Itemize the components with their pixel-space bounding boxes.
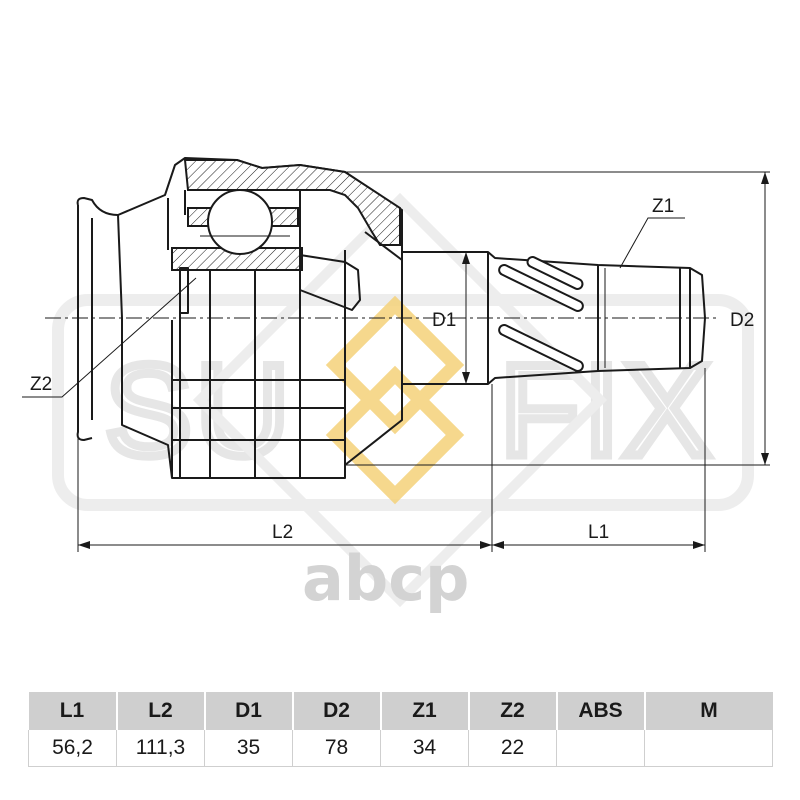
value-d1: 35	[204, 730, 293, 767]
dimension-lines	[22, 171, 770, 552]
header-l1: L1	[28, 692, 118, 730]
spec-table: L1 L2 D1 D2 Z1 Z2 ABS M 56,2 111,3 35 78…	[28, 692, 773, 767]
header-abs: ABS	[556, 692, 646, 730]
label-z1: Z1	[652, 196, 674, 217]
value-m	[644, 730, 773, 767]
cv-joint-drawing: SU FIX abcp	[22, 157, 770, 615]
value-abs	[556, 730, 645, 767]
header-d2: D2	[292, 692, 382, 730]
header-d1: D1	[204, 692, 294, 730]
label-d1: D1	[432, 310, 456, 331]
value-z1: 34	[380, 730, 469, 767]
header-z2: Z2	[468, 692, 558, 730]
tripod-ball	[200, 189, 361, 311]
splined-shaft	[402, 251, 706, 385]
shaft-spline-slots	[498, 256, 584, 372]
value-d2: 78	[292, 730, 381, 767]
header-l2: L2	[116, 692, 206, 730]
header-z1: Z1	[380, 692, 470, 730]
watermark-brand: abcp	[302, 542, 469, 615]
label-d2: D2	[730, 310, 754, 331]
label-l1: L1	[588, 522, 609, 543]
label-z2: Z2	[30, 374, 52, 395]
spec-header-row: L1 L2 D1 D2 Z1 Z2 ABS M	[28, 692, 773, 730]
value-l2: 111,3	[116, 730, 205, 767]
spec-value-row: 56,2 111,3 35 78 34 22	[28, 730, 773, 767]
header-m: M	[644, 692, 773, 730]
label-l2: L2	[272, 522, 293, 543]
watermark-diamond-logo	[325, 295, 465, 505]
value-l1: 56,2	[28, 730, 117, 767]
value-z2: 22	[468, 730, 557, 767]
